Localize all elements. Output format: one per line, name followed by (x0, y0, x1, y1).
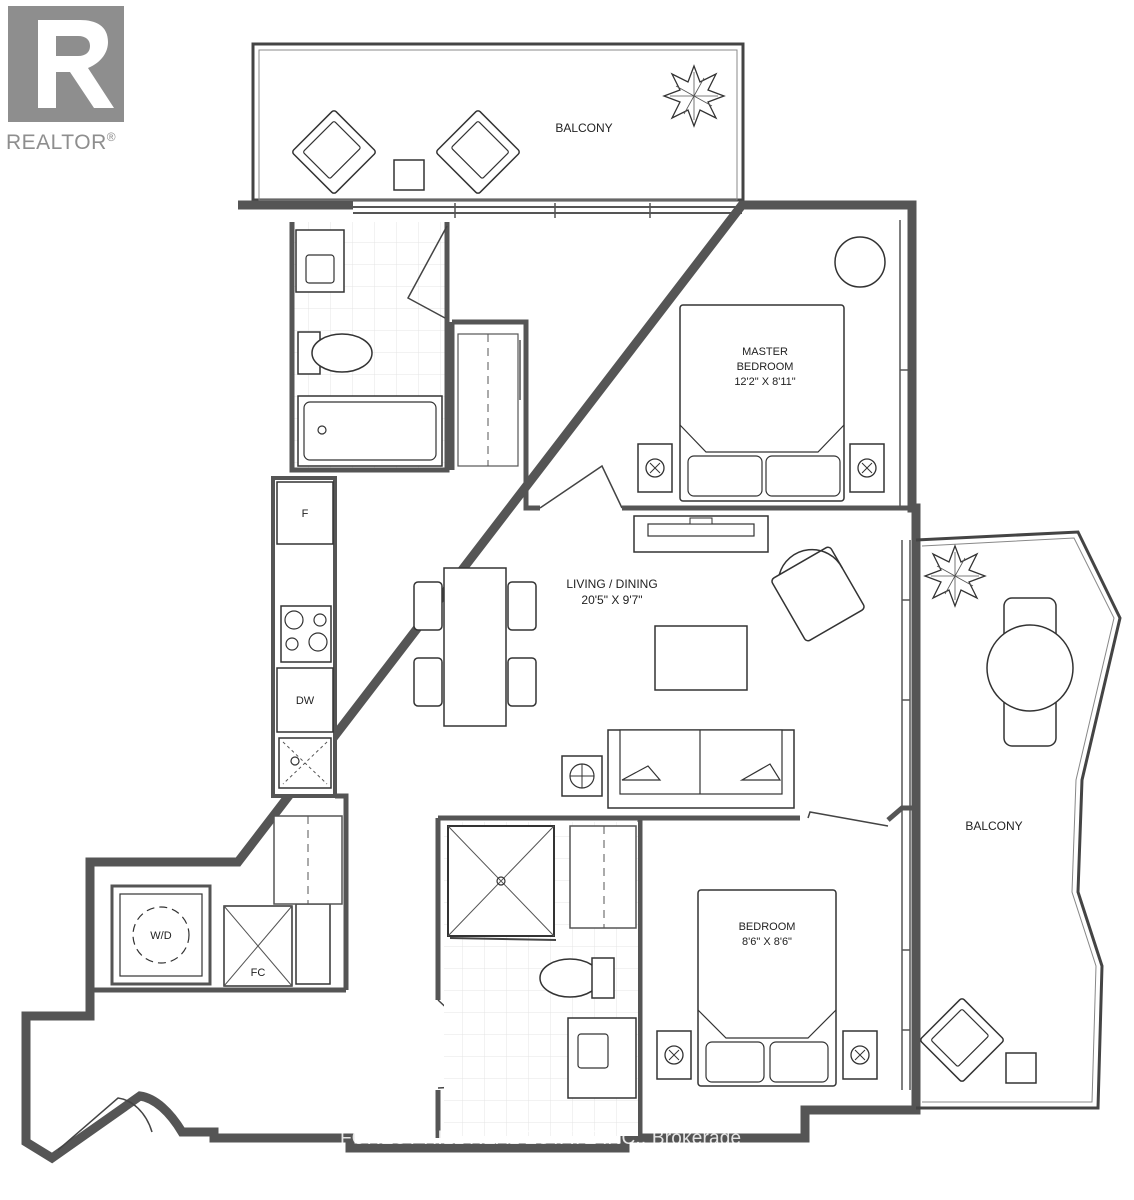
brokerage-watermark: FOREST HILL REAL ESTATE INC., Brokerage (340, 1128, 742, 1149)
living-dining-size: 20'5" X 9'7" (581, 593, 642, 607)
realtor-logo: REALTOR® (6, 6, 130, 154)
realtor-logo-mark (8, 6, 124, 122)
exterior-walls (21, 200, 921, 1164)
tv-console (633, 515, 769, 553)
bedroom-label: BEDROOM (739, 921, 796, 933)
master-bedroom-label-2: BEDROOM (737, 361, 794, 373)
master-closet (449, 319, 540, 511)
entry-door (57, 1097, 153, 1151)
furnace-closet-label: FC (251, 967, 266, 979)
living-area: LIVING / DINING 20'5" X 9'7" (561, 546, 865, 809)
realtor-logo-text: REALTOR (6, 131, 107, 154)
dining-set (413, 567, 537, 727)
bedroom-size: 8'6" X 8'6" (742, 936, 792, 948)
balcony-right-label: BALCONY (965, 819, 1022, 833)
interior-walls (90, 793, 912, 1138)
dishwasher-label: DW (296, 695, 315, 707)
second-closet (569, 825, 637, 929)
living-dining-label: LIVING / DINING (566, 577, 657, 591)
registered-mark: ® (106, 130, 117, 144)
second-bedroom: BEDROOM 8'6" X 8'6" (656, 889, 878, 1087)
master-bedroom-label-1: MASTER (742, 346, 788, 358)
balcony-right: BALCONY (915, 530, 1122, 1110)
laundry: W/D FC (110, 815, 343, 987)
balcony-top-label: BALCONY (555, 121, 612, 135)
master-bedroom-size: 12'2" X 8'11" (734, 376, 795, 388)
master-bathroom (289, 222, 450, 473)
kitchen: F DW (271, 476, 337, 798)
washer-dryer-label: W/D (150, 930, 171, 942)
fridge-label: F (302, 508, 309, 520)
balcony-top: BALCONY (251, 42, 745, 202)
master-bedroom: MASTER BEDROOM 12'2" X 8'11" (539, 236, 912, 511)
